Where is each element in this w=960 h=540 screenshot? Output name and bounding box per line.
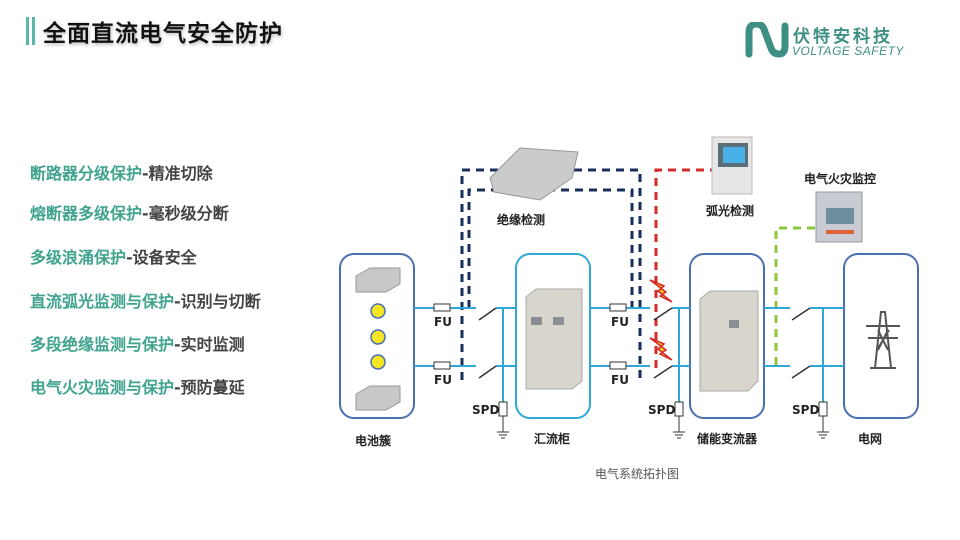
spd-ground-icon bbox=[497, 401, 829, 439]
spd-label: SPD bbox=[472, 403, 500, 417]
feature-item: 断路器分级保护-精准切除 bbox=[30, 164, 213, 183]
fuse-label: FU bbox=[434, 373, 452, 387]
feature-item: 直流弧光监测与保护-识别与切断 bbox=[30, 292, 261, 311]
arc-dash-line bbox=[654, 168, 712, 368]
logo-name-en: VOLTAGE SAFETY bbox=[792, 44, 904, 58]
pcs-label: 储能变流器 bbox=[697, 432, 758, 446]
title-accent-bar bbox=[26, 17, 29, 45]
fire-monitor-label: 电气火灾监控 bbox=[804, 172, 877, 186]
spd-label: SPD bbox=[648, 403, 676, 417]
feature-item: 电气火灾监测与保护-预防蔓延 bbox=[30, 378, 245, 397]
fire-dash-line bbox=[774, 226, 816, 365]
title-accent-bar bbox=[32, 17, 35, 45]
battery-dot-icon bbox=[370, 303, 386, 370]
page-title: 全面直流电气安全防护 bbox=[43, 21, 283, 47]
feature-item: 熔断器多级保护-毫秒级分断 bbox=[30, 204, 229, 223]
feature-item: 多级浪涌保护-设备安全 bbox=[30, 248, 197, 267]
grid-label: 电网 bbox=[858, 432, 883, 446]
arc-monitor-label: 弧光检测 bbox=[706, 204, 755, 218]
battery-label: 电池簇 bbox=[355, 434, 392, 448]
fuse-label: FU bbox=[611, 373, 629, 387]
arc-monitor-icon bbox=[711, 136, 753, 195]
power-tower-icon bbox=[866, 311, 900, 369]
breaker-switch-icon bbox=[478, 307, 811, 379]
fuse-icon bbox=[433, 303, 627, 370]
company-logo: 伏特安科技 VOLTAGE SAFETY bbox=[745, 22, 915, 62]
arc-flash-icon bbox=[649, 279, 673, 361]
insulation-monitor-label: 绝缘检测 bbox=[497, 213, 546, 227]
spd-label: SPD bbox=[792, 403, 820, 417]
feature-item: 多段绝缘监测与保护-实时监测 bbox=[30, 335, 245, 354]
insulation-monitor-icon bbox=[489, 147, 579, 201]
bus-lines bbox=[414, 307, 844, 410]
fire-monitor-icon bbox=[815, 191, 863, 243]
combiner-cabinet-icon bbox=[525, 288, 583, 390]
fuse-label: FU bbox=[611, 315, 629, 329]
logo-mark-icon bbox=[745, 22, 789, 58]
battery-module-icon bbox=[355, 267, 401, 411]
logo-name-cn: 伏特安科技 bbox=[793, 27, 893, 47]
diagram-caption: 电气系统拓扑图 bbox=[595, 467, 680, 481]
pcs-cabinet-icon bbox=[699, 290, 759, 392]
fuse-label: FU bbox=[434, 315, 452, 329]
combiner-label: 汇流柜 bbox=[534, 432, 571, 446]
